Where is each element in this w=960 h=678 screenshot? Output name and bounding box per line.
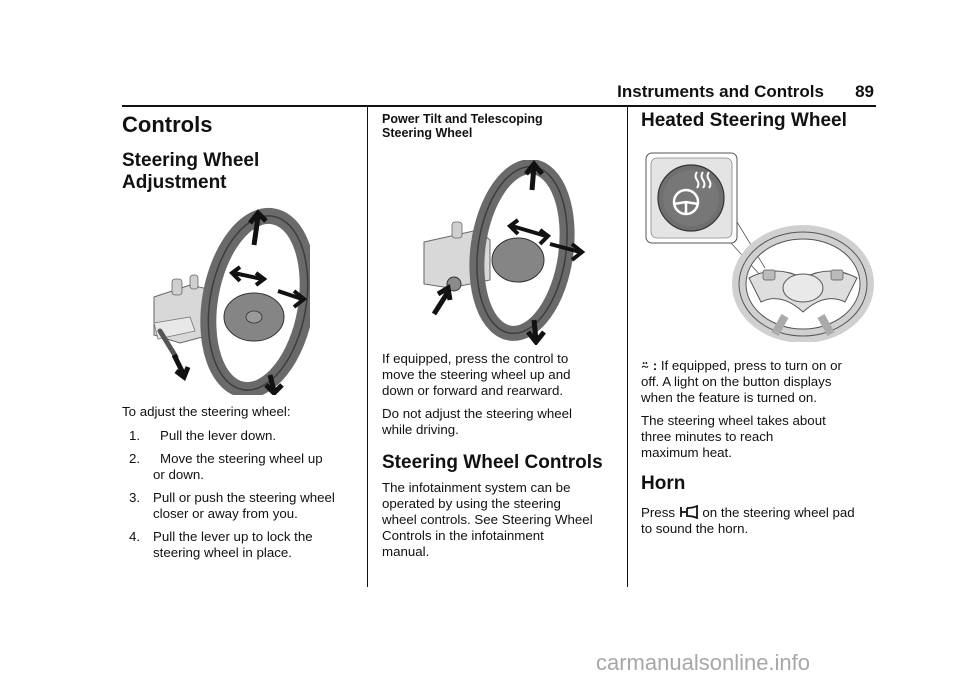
step-2-number: 2. [129,451,141,466]
horn-para-line1: Press on the steering wheel pad [641,504,855,521]
steering-adjustment-heading-line1: Steering Wheel [122,150,260,171]
no-adjust-warning-line2: while driving. [382,422,459,437]
step-1: 1. Pull the lever down. [129,428,369,444]
step-4-text-line2: steering wheel in place. [153,545,292,560]
step-2-text-line1: Move the steering wheel up [160,451,323,466]
step-1-text: Pull the lever down. [160,428,277,443]
step-4-text-line1: Pull the lever up to lock the [153,529,313,544]
steering-wheel-controls-heading: Steering Wheel Controls [382,452,603,473]
column-divider-1 [367,107,368,587]
no-adjust-warning-line1: Do not adjust the steering wheel [382,406,572,421]
controls-para-line3: wheel controls. See Steering Wheel [382,512,593,527]
column-divider-2 [627,107,628,587]
power-tilt-para-line2: move the steering wheel up and [382,367,571,382]
watermark: carmanualsonline.info [596,650,811,675]
power-tilt-para-line3: down or forward and rearward. [382,383,564,398]
controls-para-line1: The infotainment system can be [382,480,571,495]
power-tilt-title-line1: Power Tilt and Telescoping [382,112,543,126]
horn-text: on the steering wheel pad [702,505,855,520]
controls-para-line2: operated by using the steering [382,496,561,511]
heated-para-line3: when the feature is turned on. [641,390,817,405]
step-4: 4. Pull the lever up to lock the steerin… [129,529,369,561]
steering-adjustment-figure [153,207,310,395]
power-tilt-title-line2: Steering Wheel [382,126,473,140]
step-1-number: 1. [129,428,141,443]
horn-heading: Horn [641,473,686,494]
page-header: Instruments and Controls 89 [122,82,876,102]
heated-colon: : [652,358,658,373]
power-tilt-para-line1: If equipped, press the control to [382,351,569,366]
heated-para-line1: ⍨ : If equipped, press to turn on or [641,358,842,374]
controls-para-line5: manual. [382,544,430,559]
step-3-text-line2: closer or away from you. [153,506,298,521]
heated-steering-heading: Heated Steering Wheel [641,110,847,131]
controls-heading: Controls [122,112,213,137]
step-2-text-line2: or down. [153,467,204,482]
controls-para-line4: Controls in the infotainment [382,528,544,543]
step-3-text-line1: Pull or push the steering wheel [153,490,335,505]
heated-steering-figure [645,152,874,342]
horn-para-line2: to sound the horn. [641,521,749,536]
heated-para-line2: off. A light on the button displays [641,374,832,389]
step-4-number: 4. [129,529,141,544]
header-rule [122,105,876,107]
section-title: Instruments and Controls [617,82,824,101]
heat-time-line1: The steering wheel takes about [641,413,826,428]
heated-para-text-line1: If equipped, press to turn on or [660,358,842,373]
step-3-number: 3. [129,490,141,505]
adjust-intro: To adjust the steering wheel: [122,404,291,419]
heated-steering-icon: ⍨ [641,358,649,373]
step-3: 3. Pull or push the steering wheel close… [129,490,369,522]
page-number: 89 [855,82,874,101]
steering-adjustment-heading-line2: Adjustment [122,172,227,193]
heat-time-line2: three minutes to reach [641,429,774,444]
step-2: 2. Move the steering wheel up or down. [129,451,369,483]
horn-icon [679,504,698,520]
heat-time-line3: maximum heat. [641,445,732,460]
power-tilt-figure [423,160,586,345]
horn-press-text: Press [641,505,675,520]
